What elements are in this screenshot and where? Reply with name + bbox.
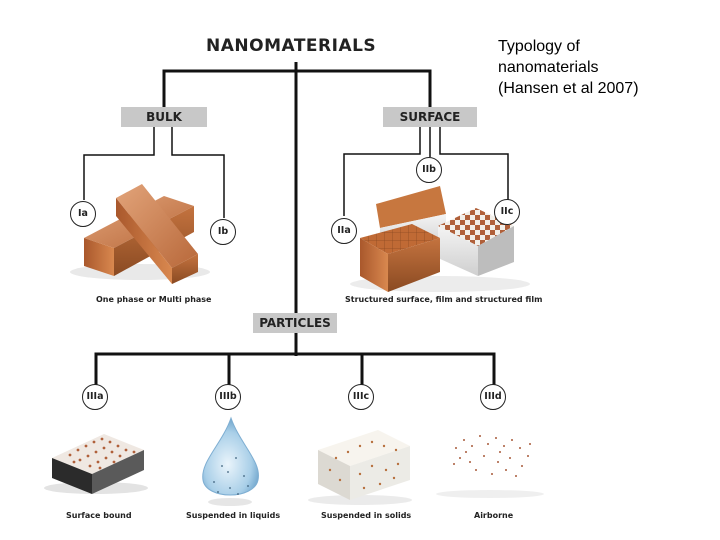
iiic-description: Suspended in solids <box>321 511 412 520</box>
bulk-illustration <box>70 184 210 284</box>
connector-lines <box>83 62 509 388</box>
iiib-description: Suspended in liquids <box>186 511 281 520</box>
node-iiib: IIIb <box>215 384 241 410</box>
node-ia: Ia <box>70 201 96 227</box>
node-ib: Ib <box>210 219 236 245</box>
category-bulk: BULK <box>121 107 207 127</box>
surface-particles <box>68 437 136 470</box>
node-iiic: IIIc <box>348 384 374 410</box>
bulk-description: One phase or Multi phase <box>96 295 212 304</box>
surface-description: Structured surface, film and structured … <box>345 295 543 304</box>
surface-bound-illustration <box>44 434 148 494</box>
surface-illustration <box>350 186 530 292</box>
node-iiid: IIId <box>480 384 506 410</box>
iiia-description: Surface bound <box>66 511 132 520</box>
node-iiia: IIIa <box>82 384 108 410</box>
category-surface: SURFACE <box>383 107 477 127</box>
diagram-title: NANOMATERIALS <box>206 36 377 56</box>
node-iic: IIc <box>494 199 520 225</box>
diagram-caption: Typology of nanomaterials (Hansen et al … <box>498 38 639 97</box>
node-iib: IIb <box>416 157 442 183</box>
suspended-in-liquids-illustration <box>202 416 259 506</box>
airborne-illustration <box>436 435 544 498</box>
category-particles: PARTICLES <box>253 313 337 333</box>
suspended-in-solids-illustration <box>308 430 412 505</box>
iiid-description: Airborne <box>474 511 514 520</box>
node-iia: IIa <box>331 218 357 244</box>
